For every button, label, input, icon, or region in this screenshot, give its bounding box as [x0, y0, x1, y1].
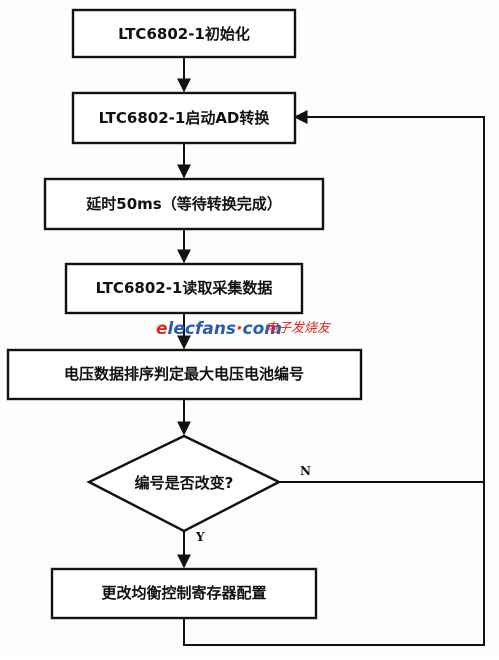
node-init: LTC6802-1初始化 [71, 8, 297, 59]
watermark-brand-suffix: com [243, 319, 282, 339]
node-read-label: LTC6802-1读取采集数据 [96, 279, 273, 297]
node-sort-box [6, 348, 363, 401]
watermark-brand: elecfans·com [156, 319, 282, 339]
watermark-brand-dot: · [236, 319, 242, 339]
node-decision: 编号是否改变? [86, 434, 282, 533]
node-sort-label: 电压数据排序判定最大电压电池编号 [64, 365, 304, 383]
node-config: 更改均衡控制寄存器配置 [50, 567, 318, 620]
watermark-logo: elecfans·com 电子发烧友 [156, 319, 332, 339]
node-read: LTC6802-1读取采集数据 [64, 262, 304, 315]
node-init-box [71, 8, 297, 59]
watermark-brand-prefix: e [156, 319, 168, 339]
node-delay-label: 延时50ms（等待转换完成） [85, 195, 281, 213]
node-init-label: LTC6802-1初始化 [118, 25, 250, 43]
node-delay-box [43, 177, 325, 231]
edge-config-loop-back [183, 482, 485, 646]
node-config-label: 更改均衡控制寄存器配置 [101, 584, 266, 602]
node-config-box [50, 567, 318, 620]
node-start-ad-label: LTC6802-1启动AD转换 [99, 109, 271, 127]
edge-label-yes: Y [195, 530, 205, 544]
watermark-brand-main: lecfans [168, 319, 237, 339]
edges [177, 57, 485, 646]
node-sort: 电压数据排序判定最大电压电池编号 [6, 348, 363, 401]
node-delay: 延时50ms（等待转换完成） [43, 177, 325, 231]
node-start-ad-box [71, 91, 297, 145]
node-start-ad: LTC6802-1启动AD转换 [71, 91, 297, 145]
watermark-subtitle: 电子发烧友 [265, 321, 332, 336]
node-decision-label: 编号是否改变? [135, 474, 234, 492]
edge-decision-no-loop [279, 110, 485, 483]
node-read-box [64, 262, 304, 315]
edge-label-no: N [300, 464, 311, 478]
node-decision-diamond [86, 434, 282, 533]
